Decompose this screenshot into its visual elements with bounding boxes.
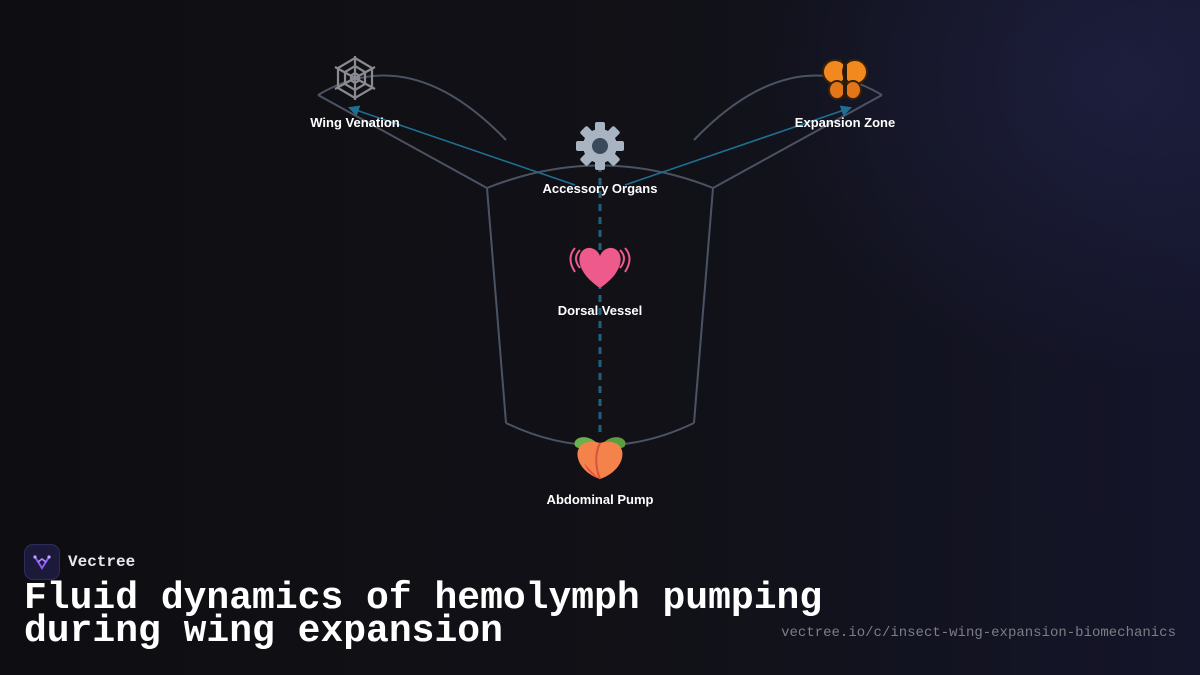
- dorsal-node-icon: [569, 247, 631, 288]
- beating-heart-icon: [569, 247, 631, 288]
- wing-node-icon: [334, 56, 376, 100]
- body-left-side: [486, 187, 507, 424]
- edge-accessory-to-expansion: [624, 105, 853, 186]
- node-label-expansion-zone: Expansion Zone: [794, 115, 896, 130]
- source-url[interactable]: vectree.io/c/insect-wing-expansion-biome…: [781, 625, 1176, 641]
- wing-left-lower-edge: [317, 94, 488, 189]
- vectree-logo-icon: [24, 544, 60, 580]
- wing-right-lower-edge: [712, 94, 883, 189]
- node-label-dorsal-vessel: Dorsal Vessel: [557, 303, 643, 318]
- butterfly-icon: [822, 56, 868, 100]
- edge-accessory-to-wing: [347, 105, 576, 186]
- node-label-abdominal-pump: Abdominal Pump: [546, 492, 654, 507]
- spider-web-icon: [334, 56, 376, 100]
- page-title: Fluid dynamics of hemolymph pumping duri…: [24, 577, 823, 653]
- node-label-accessory-organs: Accessory Organs: [542, 181, 658, 196]
- brand: Vectree: [24, 544, 135, 580]
- diagram-canvas: [317, 56, 883, 480]
- peach-icon: [574, 437, 626, 480]
- gear-icon: [576, 122, 624, 170]
- diagram-edges: [347, 105, 853, 432]
- wing-left-upper-edge: [317, 74, 507, 141]
- expansion-node-icon: [822, 56, 868, 100]
- accessory-node-icon: [576, 122, 624, 170]
- node-label-wing-venation: Wing Venation: [310, 115, 400, 130]
- body-right-side: [693, 187, 714, 424]
- abdominal-node-icon: [574, 437, 626, 480]
- brand-name: Vectree: [68, 553, 136, 571]
